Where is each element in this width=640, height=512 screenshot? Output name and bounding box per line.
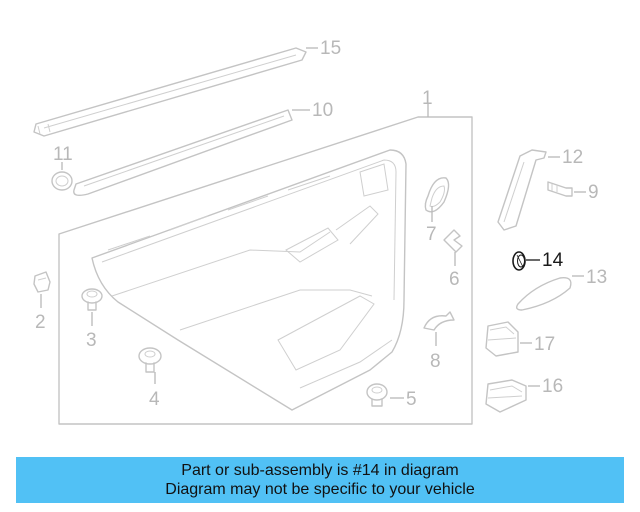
callout-17[interactable]: 17 bbox=[534, 334, 555, 355]
part-16-switch[interactable] bbox=[485, 379, 527, 413]
info-banner: Part or sub-assembly is #14 in diagram D… bbox=[16, 457, 624, 503]
part-3-push-clip[interactable] bbox=[81, 288, 103, 311]
part-10-trim-strip[interactable] bbox=[73, 109, 293, 197]
part-15-beltline-strip[interactable] bbox=[33, 47, 307, 137]
part-17-switch[interactable] bbox=[485, 321, 519, 357]
banner-line-1: Part or sub-assembly is #14 in diagram bbox=[181, 462, 459, 479]
door-trim-panel bbox=[91, 149, 407, 411]
part-13-cover[interactable] bbox=[515, 277, 572, 311]
part-6-bracket[interactable] bbox=[443, 229, 463, 253]
parts-diagram: 15 10 11 1 2 3 bbox=[33, 38, 607, 425]
callout-15[interactable]: 15 bbox=[320, 38, 341, 59]
part-2-clip[interactable] bbox=[33, 271, 51, 293]
callout-7[interactable]: 7 bbox=[426, 224, 437, 245]
callout-11[interactable]: 11 bbox=[53, 144, 73, 165]
callout-1[interactable]: 1 bbox=[422, 88, 433, 109]
callout-12[interactable]: 12 bbox=[562, 147, 583, 168]
callout-8[interactable]: 8 bbox=[430, 351, 441, 372]
part-11-ring[interactable] bbox=[51, 171, 73, 191]
callout-3[interactable]: 3 bbox=[86, 330, 97, 351]
part-14-cap-highlighted[interactable] bbox=[512, 251, 526, 271]
part-8-hook[interactable] bbox=[423, 311, 455, 331]
banner-line-2: Diagram may not be specific to your vehi… bbox=[165, 481, 475, 498]
callout-13[interactable]: 13 bbox=[586, 267, 607, 288]
part-12-pillar-trim[interactable] bbox=[497, 149, 547, 231]
callout-14[interactable]: 14 bbox=[542, 250, 564, 271]
part-7-oval-trim[interactable] bbox=[424, 177, 450, 213]
part-5-fastener[interactable] bbox=[366, 383, 388, 407]
callout-16[interactable]: 16 bbox=[542, 376, 563, 397]
callout-5[interactable]: 5 bbox=[406, 389, 417, 410]
part-9-screw[interactable] bbox=[547, 181, 573, 197]
part-1-door-panel-box[interactable] bbox=[58, 116, 473, 425]
callout-6[interactable]: 6 bbox=[449, 269, 460, 290]
part-4-push-clip[interactable] bbox=[138, 347, 162, 373]
callout-10[interactable]: 10 bbox=[312, 100, 333, 121]
callout-2[interactable]: 2 bbox=[35, 312, 46, 333]
callout-9[interactable]: 9 bbox=[588, 182, 599, 203]
callout-4[interactable]: 4 bbox=[149, 389, 160, 410]
